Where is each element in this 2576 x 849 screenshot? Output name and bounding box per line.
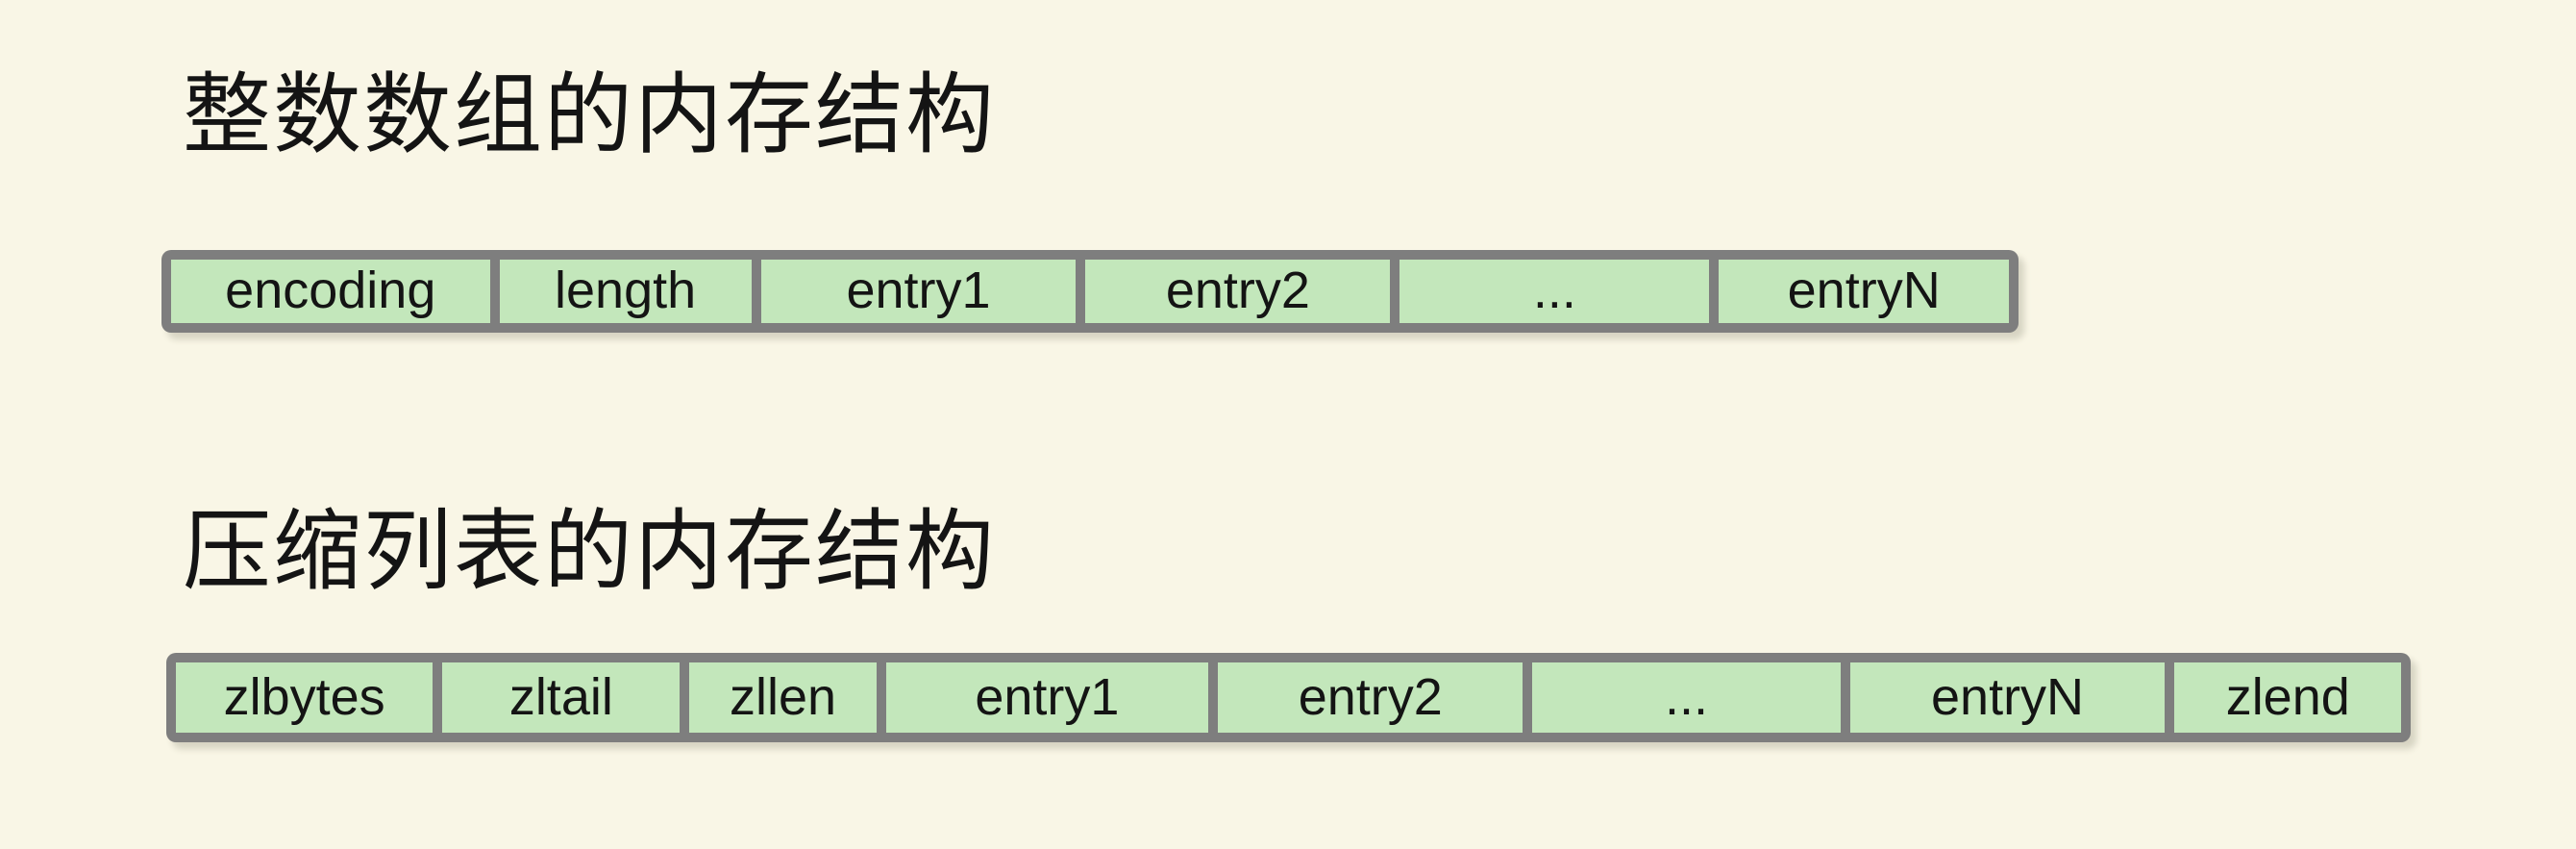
memory-cell: zlend xyxy=(2174,662,2402,733)
memory-cell-label: ... xyxy=(1532,262,1576,319)
memory-cell-label: entryN xyxy=(1931,667,2085,726)
memory-cell: entry1 xyxy=(760,260,1077,323)
memory-cell-label: zllen xyxy=(729,667,837,726)
memory-cell-label: entry1 xyxy=(975,667,1120,726)
memory-cell: entryN xyxy=(1719,260,2009,323)
memory-cell-label: zlend xyxy=(2225,667,2350,726)
section-title-ziplist: 压缩列表的内存结构 xyxy=(183,503,997,601)
memory-cell: ... xyxy=(1399,260,1710,323)
memory-layout-ziplist: zlbytes zltail zllen entry1 entry2... entryN z… xyxy=(166,653,2411,742)
memory-cell: zltail xyxy=(442,662,681,733)
memory-cell-label: ... xyxy=(1665,667,1709,726)
memory-cell: entry2 xyxy=(1218,662,1523,733)
memory-cell-label: encoding xyxy=(225,262,436,319)
memory-cell: entry1 xyxy=(885,662,1209,733)
memory-cell-label: entry1 xyxy=(846,262,991,319)
memory-cell-label: zltail xyxy=(508,667,613,726)
memory-cell: zlbytes xyxy=(176,662,433,733)
memory-cell-label: zlbytes xyxy=(223,667,385,726)
memory-layout-intset: encoding length entry1 entry2... entryN xyxy=(161,250,2019,333)
memory-cell: entryN xyxy=(1849,662,2166,733)
memory-cell: entry2 xyxy=(1085,260,1391,323)
memory-cell: encoding xyxy=(171,260,490,323)
memory-cell-label: entryN xyxy=(1787,262,1941,319)
memory-cell: length xyxy=(499,260,752,323)
section-title-intset: 整数数组的内存结构 xyxy=(183,66,997,164)
memory-cell: zllen xyxy=(689,662,877,733)
memory-cell-label: length xyxy=(555,262,697,319)
memory-cell: ... xyxy=(1532,662,1841,733)
memory-cell-label: entry2 xyxy=(1298,667,1443,726)
memory-cell-label: entry2 xyxy=(1165,262,1310,319)
